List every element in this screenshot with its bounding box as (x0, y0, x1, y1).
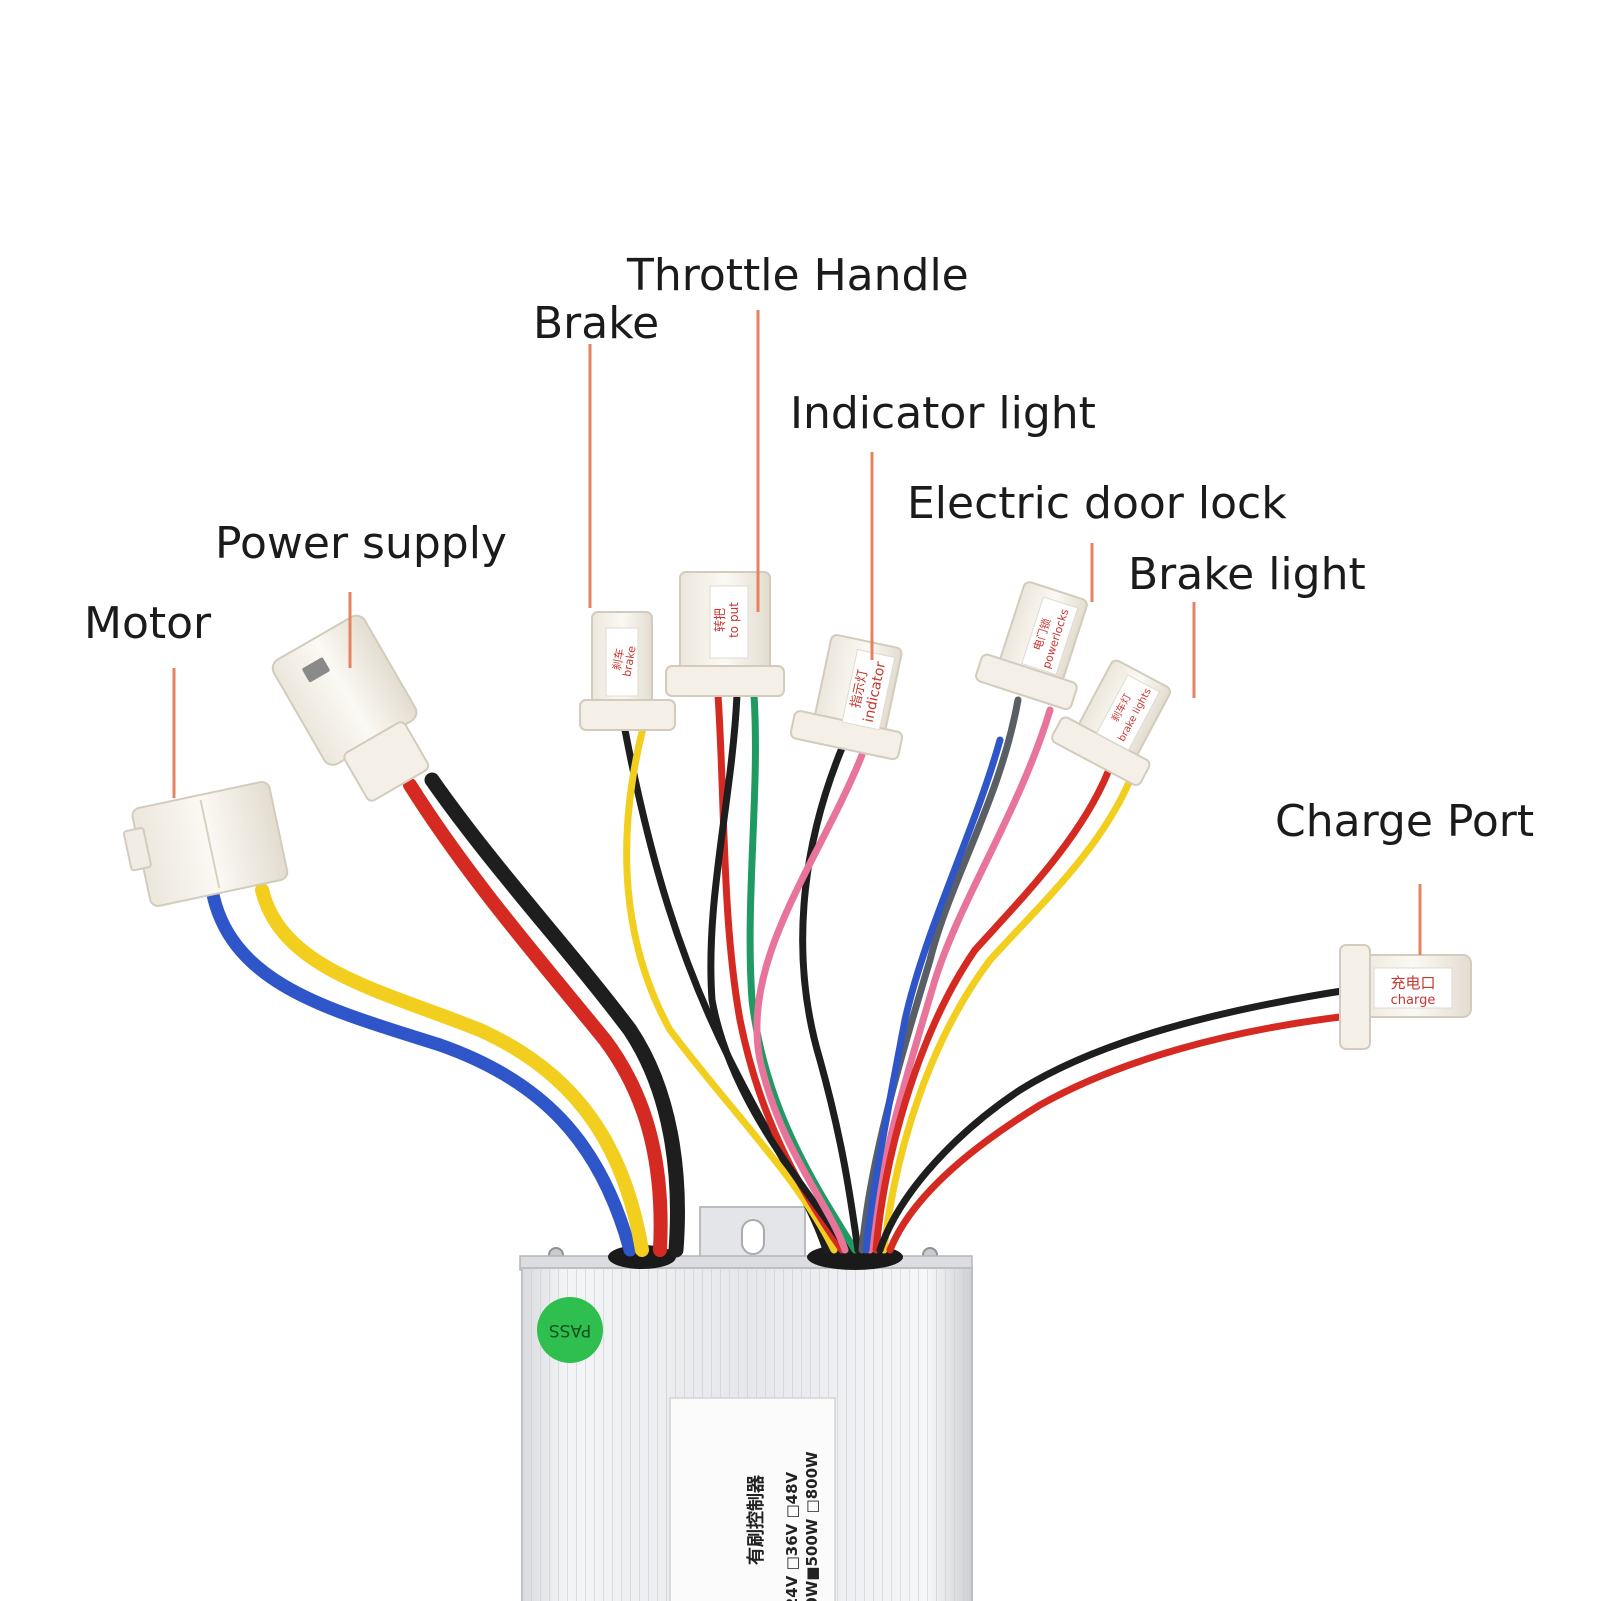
wire-brakelight-yellow (880, 776, 1134, 1254)
throttle-tag-cn: 转把 (712, 608, 727, 632)
wire-charge-black (876, 986, 1352, 1254)
label-motor: Motor (84, 598, 212, 649)
wire-charge-red (886, 1012, 1352, 1254)
wire-power-red (403, 778, 668, 1257)
indicator-connector: 指示灯 indicator (789, 634, 904, 761)
label-brake-light: Brake light (1128, 549, 1366, 600)
mounting-slot (741, 1219, 765, 1255)
charge-tag-cn: 充电口 (1390, 974, 1435, 992)
pass-sticker-text: PASS (549, 1320, 591, 1340)
pass-sticker (537, 1297, 603, 1363)
brakelight-connector: 刹车灯 brake lights (1051, 659, 1171, 786)
wire-harness (205, 691, 1352, 1258)
wire-powerlock-pink (866, 706, 1054, 1254)
motor-connector (123, 780, 289, 907)
wire-power-black (424, 772, 685, 1258)
label-brake: Brake (533, 298, 659, 349)
charge-port-connector: 充电口 charge (1339, 944, 1472, 1050)
brake-tag-en: brake (620, 645, 638, 678)
callout-labels: Motor Power supply Brake Throttle Handle… (84, 250, 1534, 847)
label-indicator-light: Indicator light (790, 388, 1096, 439)
leader-lines (172, 310, 1422, 955)
throttle-tag-en: to put (727, 602, 741, 638)
spec-label-title: 有刷控制器 (745, 1474, 767, 1565)
spec-power-options: 350W■500W □800W (803, 1451, 821, 1601)
wire-throttle-black (707, 691, 852, 1254)
label-electric-door-lock: Electric door lock (907, 478, 1287, 529)
label-power-supply: Power supply (215, 518, 507, 569)
wire-brake-yellow (623, 724, 838, 1254)
charge-tag-en: charge (1391, 993, 1436, 1008)
label-throttle-handle: Throttle Handle (626, 250, 969, 301)
label-charge-port: Charge Port (1275, 796, 1534, 847)
wire-throttle-green (746, 691, 859, 1254)
powerlock-connector: 电门锁 powerlocks (975, 581, 1088, 711)
power-supply-connector (271, 614, 430, 802)
wire-motor-yellow (255, 883, 649, 1257)
brake-connector: 刹车 brake (579, 611, 676, 731)
wire-indicator-pink (753, 751, 866, 1254)
spec-voltage-options: 24V □36V □48V (783, 1471, 801, 1601)
wire-powerlock-blue (862, 736, 1004, 1254)
spec-label (669, 1397, 836, 1601)
wire-indicator-black (799, 744, 862, 1254)
wire-brakelight-red (872, 768, 1112, 1254)
wire-motor-blue (205, 883, 637, 1257)
controller-box: PASS 有刷控制器 24V □36V □48V 350W■500W □800W (519, 1206, 973, 1601)
brake-tag-cn: 刹车 (609, 647, 627, 671)
throttle-connector: 转把 to put (665, 571, 785, 697)
